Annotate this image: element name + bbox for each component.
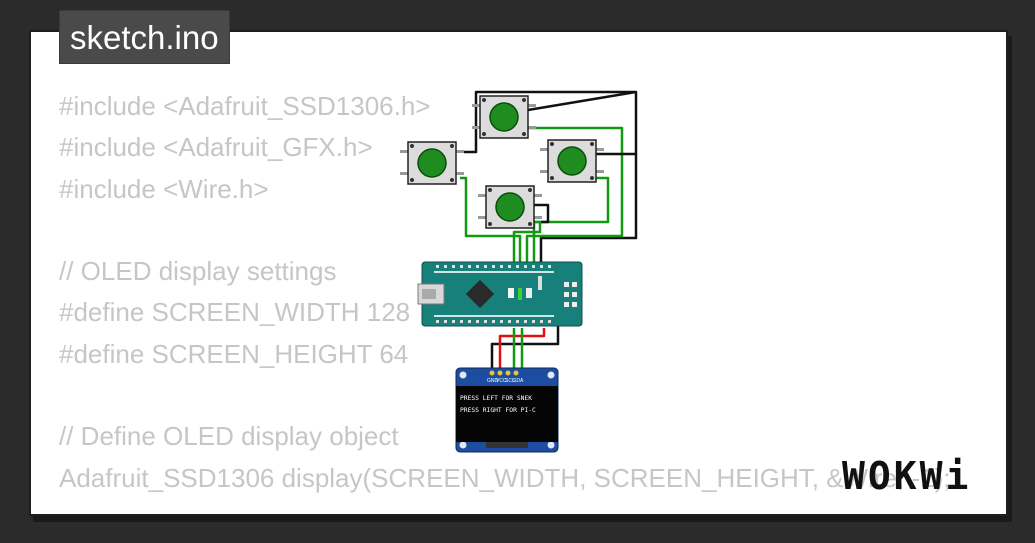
code-line: // OLED display settings (59, 256, 337, 287)
pushbutton-top (472, 95, 536, 139)
oled-module: GND VCC SCL SDA PRESS LEFT FOR SNEK PRES… (455, 367, 559, 453)
code-preview: #include <Adafruit_SSD1306.h> #include <A… (59, 86, 950, 499)
wire-green-top (525, 126, 624, 263)
wires (460, 90, 638, 378)
oled-line-2: PRESS RIGHT FOR PI-C (460, 407, 536, 414)
wire-black-center (532, 203, 550, 224)
button-cap (417, 148, 447, 178)
file-tab[interactable]: sketch.ino (59, 10, 230, 64)
oled-line-1: PRESS LEFT FOR SNEK (460, 395, 532, 402)
wire-black-left (464, 90, 636, 154)
wire-black-oled-gnd (490, 320, 560, 378)
wire-black-top (527, 90, 638, 263)
oled-pin-scl: SCL (505, 378, 515, 384)
code-line: #define SCREEN_HEIGHT 64 (59, 338, 409, 369)
button-cap (495, 192, 525, 222)
arduino-nano-board (417, 261, 583, 327)
icsp-header (564, 282, 577, 307)
header-pins-top (436, 265, 551, 268)
oled-pin-sda: SDA (513, 378, 524, 384)
code-line: #include <Adafruit_SSD1306.h> (59, 91, 431, 121)
code-line: // Define OLED display object (59, 421, 399, 452)
wokwi-logo: WOKWi (842, 454, 972, 498)
button-cap (557, 146, 587, 176)
pushbutton-left (400, 141, 464, 185)
wire-green-left (460, 176, 522, 263)
oled-pin-vcc: VCC (496, 378, 507, 384)
button-cap (489, 102, 519, 132)
header-pins-bottom (436, 320, 551, 323)
oled-pin-gnd: GND (487, 378, 499, 384)
oled-screen (456, 386, 558, 442)
code-line: Adafruit_SSD1306 display(SCREEN_WIDTH, S… (59, 462, 951, 493)
pushbutton-right (540, 139, 604, 183)
code-line: #include <Wire.h> (59, 173, 269, 204)
wire-green-right (532, 176, 610, 263)
pushbutton-center (478, 185, 542, 229)
code-line: #define SCREEN_WIDTH 128 (59, 297, 411, 328)
code-line: #include <Adafruit_GFX.h> (59, 132, 373, 163)
wire-green-center (512, 220, 542, 263)
file-tab-label: sketch.ino (70, 19, 219, 56)
